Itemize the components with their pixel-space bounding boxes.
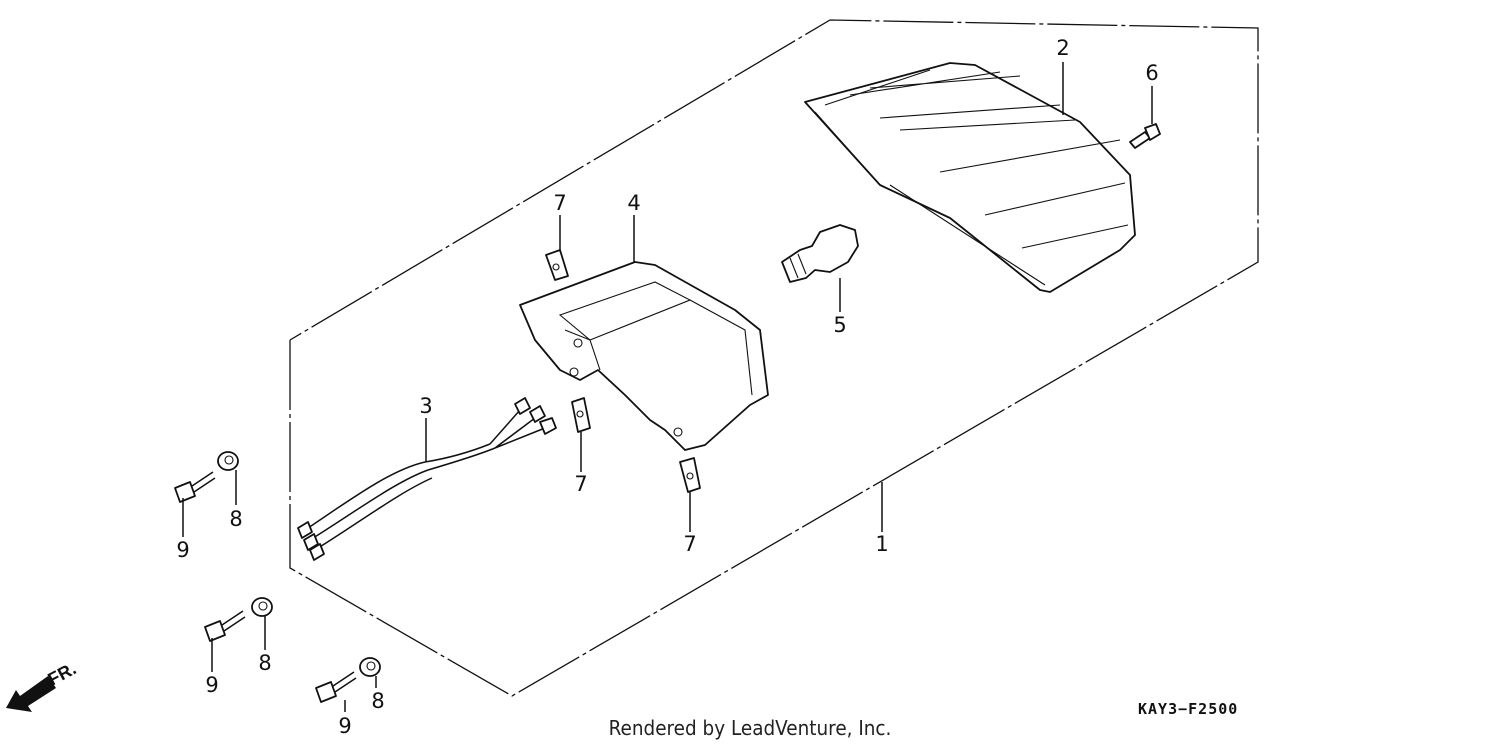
diagram-code: KAY3−F2500 xyxy=(1138,700,1238,718)
callout-7[interactable]: 7 xyxy=(574,472,587,496)
callout-5[interactable]: 5 xyxy=(833,313,846,337)
callout-7[interactable]: 7 xyxy=(683,532,696,556)
part-screw[interactable] xyxy=(1129,123,1161,149)
callout-9[interactable]: 9 xyxy=(205,673,218,697)
callout-1[interactable]: 1 xyxy=(875,532,888,556)
front-arrow-icon xyxy=(6,676,56,712)
assembly-outline xyxy=(289,19,1259,697)
callout-9[interactable]: 9 xyxy=(176,538,189,562)
callout-2[interactable]: 2 xyxy=(1056,36,1069,60)
front-direction-indicator: FR. xyxy=(6,658,79,712)
callout-7[interactable]: 7 xyxy=(553,191,566,215)
callout-4[interactable]: 4 xyxy=(627,191,640,215)
callout-8[interactable]: 8 xyxy=(258,651,271,675)
callout-8[interactable]: 8 xyxy=(371,689,384,713)
callout-8[interactable]: 8 xyxy=(229,507,242,531)
part-wire-harness[interactable] xyxy=(297,397,557,561)
callout-6[interactable]: 6 xyxy=(1145,61,1158,85)
part-housing[interactable] xyxy=(519,261,769,451)
leader-lines xyxy=(182,62,1153,712)
part-clip[interactable] xyxy=(545,249,701,493)
part-collar[interactable] xyxy=(217,451,381,677)
part-bolt[interactable] xyxy=(174,471,357,703)
callout-9[interactable]: 9 xyxy=(338,714,351,738)
part-bulb[interactable] xyxy=(781,224,859,283)
callouts: 1 2 3 4 5 6 7 7 7 8 8 8 9 9 9 xyxy=(176,36,1158,738)
part-lens[interactable] xyxy=(804,62,1136,293)
rendered-by-credit: Rendered by LeadVenture, Inc. xyxy=(608,716,892,740)
callout-3[interactable]: 3 xyxy=(419,394,432,418)
